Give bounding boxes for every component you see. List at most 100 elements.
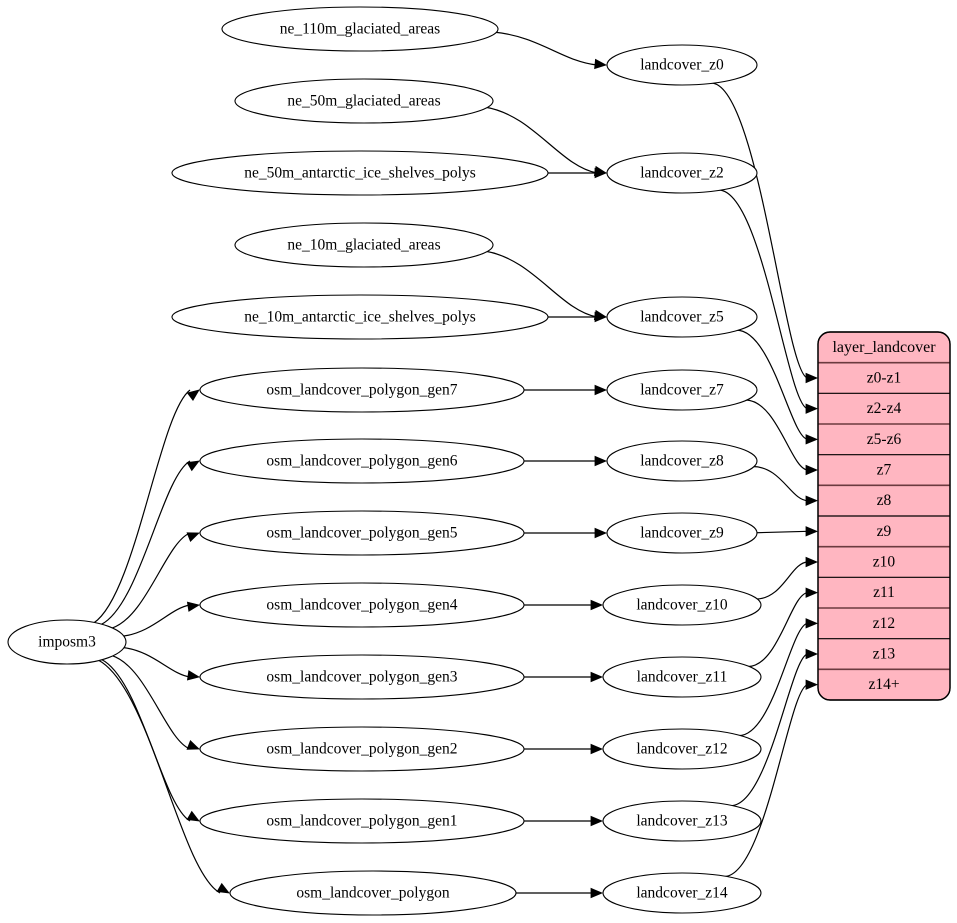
edge-imposm3-to-osm_landcover_polygon	[98, 659, 230, 894]
edge-osm_landcover_polygon_gen4-to-landcover_z10	[520, 599, 604, 611]
node-label-osm_landcover_polygon_gen7: osm_landcover_polygon_gen7	[266, 382, 457, 399]
edge-landcover_z7-to-layer_landcover-z7	[745, 399, 819, 476]
node-ne_50m_glaciated_areas[interactable]: ne_50m_glaciated_areas	[234, 78, 494, 124]
node-osm_landcover_polygon_gen2[interactable]: osm_landcover_polygon_gen2	[199, 726, 525, 772]
node-osm_landcover_polygon_gen3[interactable]: osm_landcover_polygon_gen3	[199, 654, 525, 700]
node-shape-osm_landcover_polygon_gen4	[199, 582, 525, 628]
node-imposm3[interactable]: imposm3	[7, 619, 127, 665]
table-row-label: z14+	[868, 676, 899, 693]
node-shape-ne_50m_antarctic_ice_shelves_polys	[171, 150, 549, 196]
node-label-landcover_z2: landcover_z2	[640, 165, 724, 182]
node-landcover_z12[interactable]: landcover_z12	[602, 728, 762, 770]
table-row-z5-z6[interactable]: z5-z6	[818, 424, 950, 455]
node-shape-osm_landcover_polygon_gen2	[199, 726, 525, 772]
nodes-layer: imposm3 ne_110m_glaciated_areas ne_50m_gla…	[7, 6, 762, 916]
node-label-ne_50m_antarctic_ice_shelves_polys: ne_50m_antarctic_ice_shelves_polys	[244, 165, 476, 182]
node-ne_110m_glaciated_areas[interactable]: ne_110m_glaciated_areas	[221, 6, 499, 52]
edge-osm_landcover_polygon-to-landcover_z14	[513, 887, 604, 899]
edge-imposm3-to-osm_landcover_polygon_gen7	[93, 389, 200, 624]
node-label-osm_landcover_polygon_gen4: osm_landcover_polygon_gen4	[266, 597, 457, 614]
node-shape-ne_110m_glaciated_areas	[221, 6, 499, 52]
node-label-landcover_z10: landcover_z10	[636, 597, 727, 614]
node-landcover_z2[interactable]: landcover_z2	[606, 152, 758, 194]
edge-imposm3-to-osm_landcover_polygon_gen2	[111, 655, 200, 750]
node-shape-landcover_z7	[606, 369, 758, 411]
table-row-z12[interactable]: z12	[818, 608, 950, 639]
node-shape-landcover_z5	[606, 296, 758, 338]
table-row-label: z11	[873, 584, 895, 601]
node-label-osm_landcover_polygon: osm_landcover_polygon	[296, 885, 450, 902]
node-shape-osm_landcover_polygon_gen3	[199, 654, 525, 700]
table-row-label: z2-z4	[867, 400, 902, 417]
node-shape-imposm3	[7, 619, 127, 665]
table-row-label: z12	[873, 615, 895, 632]
table-row-z14plus[interactable]: z14+	[818, 669, 950, 700]
node-landcover_z7[interactable]: landcover_z7	[606, 369, 758, 411]
table-row-z7[interactable]: z7	[818, 455, 950, 486]
node-ne_10m_glaciated_areas[interactable]: ne_10m_glaciated_areas	[234, 222, 494, 268]
edge-landcover_z12-to-layer_landcover-z12	[738, 618, 819, 737]
table-row-z13[interactable]: z13	[818, 639, 950, 670]
edge-landcover_z10-to-layer_landcover-z10	[755, 556, 819, 600]
node-shape-osm_landcover_polygon_gen1	[199, 798, 525, 844]
node-shape-landcover_z14	[602, 872, 762, 914]
node-ne_10m_antarctic_ice_shelves_polys[interactable]: ne_10m_antarctic_ice_shelves_polys	[171, 294, 549, 340]
edges-layer	[93, 31, 819, 899]
node-shape-landcover_z9	[606, 512, 758, 554]
node-label-ne_110m_glaciated_areas: ne_110m_glaciated_areas	[280, 21, 440, 38]
node-shape-landcover_z0	[606, 44, 758, 86]
node-osm_landcover_polygon_gen1[interactable]: osm_landcover_polygon_gen1	[199, 798, 525, 844]
table-row-label: z7	[877, 462, 892, 479]
table-row-z2-z4[interactable]: z2-z4	[818, 393, 950, 424]
node-landcover_z0[interactable]: landcover_z0	[606, 44, 758, 86]
node-landcover_z10[interactable]: landcover_z10	[602, 584, 762, 626]
node-landcover_z5[interactable]: landcover_z5	[606, 296, 758, 338]
node-osm_landcover_polygon_gen7[interactable]: osm_landcover_polygon_gen7	[199, 367, 525, 413]
table-row-z11[interactable]: z11	[818, 577, 950, 608]
table-row-z0-z1[interactable]: z0-z1	[818, 363, 950, 394]
node-label-imposm3: imposm3	[38, 634, 96, 651]
node-landcover_z9[interactable]: landcover_z9	[606, 512, 758, 554]
node-label-landcover_z12: landcover_z12	[636, 741, 727, 758]
node-label-ne_10m_antarctic_ice_shelves_polys: ne_10m_antarctic_ice_shelves_polys	[244, 309, 476, 326]
node-landcover_z8[interactable]: landcover_z8	[606, 440, 758, 482]
node-label-landcover_z9: landcover_z9	[640, 525, 724, 542]
edge-landcover_z0-to-layer_landcover-z0-z1	[711, 82, 819, 384]
edge-imposm3-to-osm_landcover_polygon_gen6	[100, 460, 200, 626]
edge-osm_landcover_polygon_gen7-to-landcover_z7	[520, 384, 608, 396]
node-landcover_z11[interactable]: landcover_z11	[602, 656, 762, 698]
layer-landcover-table: layer_landcoverz0-z1z2-z4z5-z6z7z8z9z10z…	[817, 331, 951, 701]
node-label-landcover_z8: landcover_z8	[640, 453, 724, 470]
node-shape-ne_10m_antarctic_ice_shelves_polys	[171, 294, 549, 340]
edge-osm_landcover_polygon_gen3-to-landcover_z11	[520, 671, 604, 683]
edge-landcover_z9-to-layer_landcover-z9	[755, 526, 819, 537]
node-label-osm_landcover_polygon_gen3: osm_landcover_polygon_gen3	[266, 669, 457, 686]
edge-imposm3-to-osm_landcover_polygon_gen1	[101, 658, 200, 822]
table-row-label: z9	[877, 523, 892, 540]
table-row-label: z0-z1	[867, 370, 901, 387]
node-osm_landcover_polygon[interactable]: osm_landcover_polygon	[229, 870, 517, 916]
node-label-landcover_z11: landcover_z11	[637, 669, 728, 686]
node-shape-ne_10m_glaciated_areas	[234, 222, 494, 268]
node-landcover_z14[interactable]: landcover_z14	[602, 872, 762, 914]
table-row-z10[interactable]: z10	[818, 547, 950, 578]
table-row-label: z10	[873, 554, 896, 571]
table-row-label: z13	[873, 646, 896, 663]
node-label-landcover_z14: landcover_z14	[636, 885, 727, 902]
node-label-osm_landcover_polygon_gen2: osm_landcover_polygon_gen2	[266, 741, 457, 758]
edge-ne_110m_glaciated_areas-to-landcover_z0	[493, 31, 608, 70]
node-label-landcover_z5: landcover_z5	[640, 309, 724, 326]
edge-landcover_z5-to-layer_landcover-z5-z6	[736, 329, 819, 445]
node-shape-landcover_z2	[606, 152, 758, 194]
table-row-z9[interactable]: z9	[818, 516, 950, 547]
node-label-osm_landcover_polygon_gen6: osm_landcover_polygon_gen6	[266, 453, 457, 470]
table-row-z8[interactable]: z8	[818, 485, 950, 516]
node-landcover_z13[interactable]: landcover_z13	[602, 800, 762, 842]
edge-ne_10m_antarctic_ice_shelves_polys-to-landcover_z5	[544, 311, 608, 323]
node-osm_landcover_polygon_gen5[interactable]: osm_landcover_polygon_gen5	[199, 510, 525, 556]
node-osm_landcover_polygon_gen6[interactable]: osm_landcover_polygon_gen6	[199, 438, 525, 484]
node-label-osm_landcover_polygon_gen1: osm_landcover_polygon_gen1	[266, 813, 457, 830]
node-osm_landcover_polygon_gen4[interactable]: osm_landcover_polygon_gen4	[199, 582, 525, 628]
node-ne_50m_antarctic_ice_shelves_polys[interactable]: ne_50m_antarctic_ice_shelves_polys	[171, 150, 549, 196]
